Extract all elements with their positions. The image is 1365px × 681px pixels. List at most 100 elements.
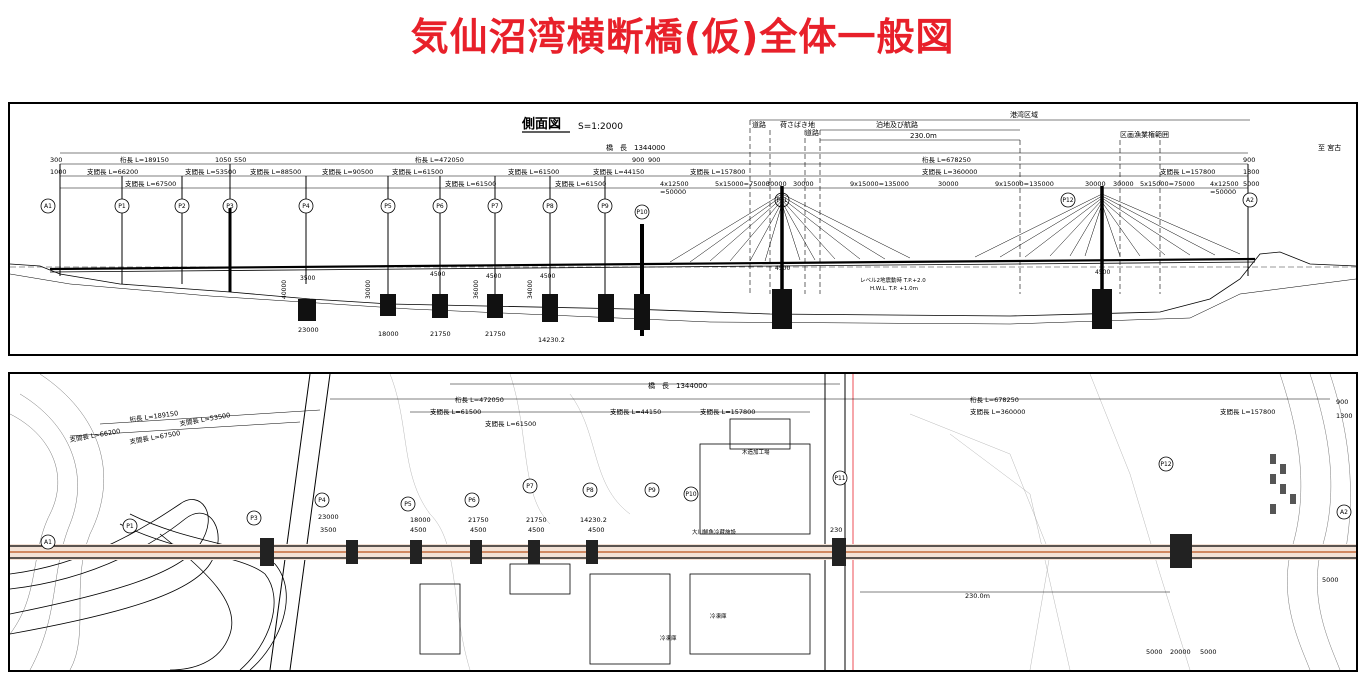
plan-girder-1: 桁長 L=189150	[129, 408, 179, 424]
span-8: 支間長 L=61500	[508, 167, 559, 176]
cable-dim-11: 5x15000=75000	[1140, 180, 1195, 188]
cable-dim-10: 30000	[1113, 180, 1134, 188]
side-pier-P8: P8	[546, 203, 554, 210]
side-height-2: 30000	[365, 280, 372, 299]
side-pier-P5: P5	[384, 203, 392, 210]
cable-dim-9: 30000	[1085, 180, 1106, 188]
span-4: 支間長 L=88500	[250, 167, 301, 176]
plan-view-panel: 木造加工場 冷凍庫 大川鮮魚冷蔵施設 冷凍庫 橋 長 1344000 桁長 L=…	[8, 372, 1358, 672]
side-pier-P2: P2	[178, 203, 186, 210]
plan-pier-P7: P7	[526, 483, 534, 490]
dim-top-2: 1000	[50, 168, 67, 176]
plan-pier-P3: P3	[250, 515, 258, 522]
side-pwidth-7: 4500	[1095, 269, 1110, 276]
dim-top-1: 300	[50, 156, 62, 164]
plan-dim-14: 20000	[1170, 648, 1191, 656]
plan-pier-P10: P10	[685, 491, 696, 498]
side-pwidth-4: 4500	[486, 273, 501, 280]
plan-dim-16: 900	[1336, 398, 1348, 406]
dim-top-4: 550	[234, 156, 246, 164]
side-view-heading: 側面図	[521, 116, 561, 132]
cable-dim-6: 9x15000=135000	[850, 180, 909, 188]
side-fdim-2: 18000	[378, 330, 399, 338]
side-pier-P1: P1	[118, 203, 126, 210]
span-9: 支間長 L=61500	[555, 179, 606, 188]
cable-dim-13: =50000	[1210, 188, 1236, 196]
dim-top-3: 1050	[215, 156, 232, 164]
plan-dim-18: 5000	[1322, 576, 1339, 584]
plan-dim-8: 4500	[470, 526, 487, 534]
plan-pier-P4: P4	[318, 497, 326, 504]
plan-dim-11: 230	[830, 526, 842, 534]
plan-pier-P11: P11	[834, 475, 845, 482]
dim-top-5: 900	[632, 156, 644, 164]
plan-dim-13: 5000	[1146, 648, 1163, 656]
buildings	[419, 418, 811, 665]
plan-span-5: 支間長 L=61500	[485, 419, 536, 428]
plan-dim-7: 4500	[410, 526, 427, 534]
building-label-4: 冷凍庫	[710, 612, 727, 620]
plan-pier-P1: P1	[126, 523, 134, 530]
dim-top-6: 900	[648, 156, 660, 164]
building-label-2: 冷凍庫	[660, 634, 677, 642]
plan-span-1: 支間長 L=66200	[69, 426, 121, 444]
hwl-note: H.W.L. T.P. +1.0m	[870, 286, 918, 292]
side-pwidth-5: 4500	[540, 273, 555, 280]
ground-profile	[10, 251, 1356, 317]
dim-top-8: 1300	[1243, 168, 1260, 176]
side-pier-P3: P3	[226, 203, 234, 210]
plan-pier-A1: A1	[44, 539, 52, 546]
span-2: 支間長 L=67500	[125, 179, 176, 188]
fishery-area-label: 区画漁業権範囲	[1120, 130, 1169, 139]
plan-dim-12: 230.0m	[965, 592, 990, 600]
side-height-3: 36000	[473, 280, 480, 299]
plan-dim-15: 5000	[1200, 648, 1217, 656]
plan-dim-9: 4500	[528, 526, 545, 534]
cable-dim-4: 30000	[766, 180, 787, 188]
cable-dim-3: 5x15000=75000	[715, 180, 770, 188]
side-height-1: 40000	[281, 280, 288, 299]
building-label-3: 大川鮮魚冷蔵施設	[692, 528, 737, 536]
road2-label: 道路	[805, 128, 819, 137]
side-pwidth-1: 3500	[300, 275, 315, 282]
plan-dim-4: 21750	[526, 516, 547, 524]
side-view-drawing: 側面図 S=1:2000 港湾区域 泊地及び航路 230.0m 道路 荷さばき地…	[10, 110, 1356, 344]
side-pwidth-6: 4500	[775, 265, 790, 272]
plan-dim-17: 1300	[1336, 412, 1353, 420]
span-11: 支間長 L=157800	[690, 167, 745, 176]
plan-pier-P9: P9	[648, 487, 656, 494]
side-fdim-4: 21750	[485, 330, 506, 338]
side-height-4: 34000	[527, 280, 534, 299]
girder-length-1: 桁長 L=189150	[120, 155, 169, 164]
plan-dim-5: 14230.2	[580, 516, 607, 524]
span-12: 支間長 L=360000	[922, 167, 977, 176]
channel-width-label: 230.0m	[910, 132, 937, 140]
side-pier-A2: A2	[1246, 197, 1254, 204]
cable-dim-5: 30000	[793, 180, 814, 188]
girder-length-3: 桁長 L=678250	[922, 155, 971, 164]
plan-span-7: 支間長 L=157800	[700, 407, 755, 416]
drawing-title: 気仙沼湾横断橋(仮)全体一般図	[410, 15, 955, 59]
cable-dim-2: =50000	[660, 188, 686, 196]
plan-span-8: 支間長 L=360000	[970, 407, 1025, 416]
destination-label: 至 宮古	[1318, 143, 1341, 152]
side-view-scale: S=1:2000	[578, 122, 623, 132]
road-label: 道路	[752, 120, 766, 129]
plan-girder-3: 桁長 L=678250	[970, 395, 1019, 404]
port-area-label: 港湾区域	[1010, 110, 1038, 119]
level-note: レベル2地震動時 T.P.+2.0	[860, 276, 926, 284]
cable-dim-12: 4x12500	[1210, 180, 1239, 188]
span-1: 支間長 L=66200	[87, 167, 138, 176]
side-pier-P6: P6	[436, 203, 444, 210]
plan-pier-A2: A2	[1340, 509, 1348, 516]
span-7: 支間長 L=61500	[445, 179, 496, 188]
span-13: 支間長 L=157800	[1160, 167, 1215, 176]
span-3: 支間長 L=53500	[185, 167, 236, 176]
span-5: 支間長 L=90500	[322, 167, 373, 176]
plan-span-3: 支間長 L=53500	[179, 410, 231, 428]
plan-dim-6: 3500	[320, 526, 337, 534]
plan-dim-3: 21750	[468, 516, 489, 524]
dim-top-9: 5000	[1243, 180, 1260, 188]
plan-girder-2: 桁長 L=472050	[455, 395, 504, 404]
plan-pier-P6: P6	[468, 497, 476, 504]
